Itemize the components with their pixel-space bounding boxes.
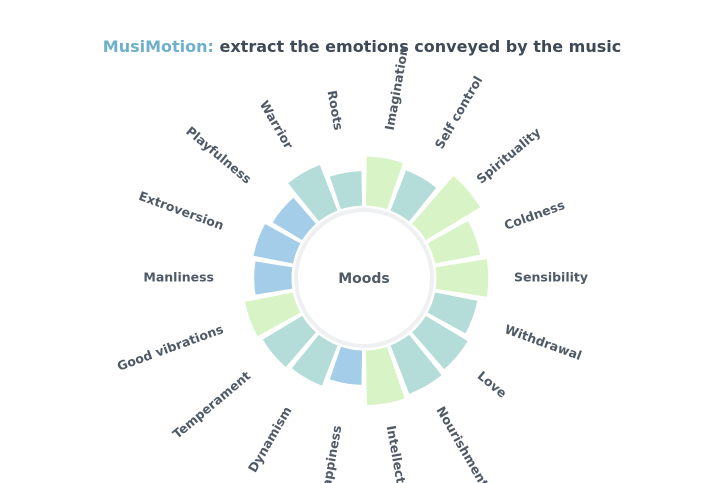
mood-label-imagination: Imagination: [382, 46, 411, 132]
mood-bar-withdrawal: [426, 291, 479, 335]
mood-label-love: Love: [475, 368, 510, 401]
mood-label-self-control: Self control: [432, 73, 486, 151]
mood-bar-love: [410, 314, 470, 371]
mood-bar-manliness: [253, 260, 294, 296]
mood-label-nourishment: Nourishment: [433, 404, 492, 483]
center-label: Moods: [338, 271, 390, 287]
mood-bar-self-control: [389, 169, 438, 223]
mood-label-withdrawal: Withdrawal: [503, 321, 584, 363]
mood-bar-temperament: [261, 314, 318, 369]
mood-bar-playfulness: [271, 196, 318, 242]
mood-label-intellect: Intellect: [384, 424, 409, 483]
mood-bar-intellect: [364, 345, 406, 407]
bars-layer: [243, 155, 490, 407]
title-text: extract the emotions conveyed by the mus…: [213, 37, 622, 56]
mood-label-happiness: Happiness: [317, 424, 345, 483]
mood-label-manliness: Manliness: [143, 270, 214, 285]
mood-label-good-vibrations: Good vibrations: [115, 321, 225, 373]
mood-bar-good-vibrations: [243, 291, 302, 338]
center-circle: [294, 208, 434, 348]
mood-label-sensibility: Sensibility: [514, 270, 588, 285]
mood-label-temperament: Temperament: [169, 368, 253, 442]
mood-label-dynamism: Dynamism: [245, 404, 295, 475]
mood-label-coldness: Coldness: [502, 197, 567, 233]
mood-label-playfulness: Playfulness: [183, 123, 254, 186]
mood-bar-nourishment: [389, 333, 444, 396]
mood-label-extroversion: Extroversion: [137, 188, 226, 233]
mood-bar-dynamism: [290, 333, 339, 387]
mood-bar-happiness: [328, 345, 364, 386]
brand-name: MusiMotion:: [102, 37, 214, 56]
mood-bar-spirituality: [410, 174, 482, 242]
chart-title: MusiMotion: extract the emotions conveye…: [0, 37, 724, 56]
mood-label-roots: Roots: [325, 89, 347, 131]
mood-bar-roots: [328, 170, 364, 211]
mood-bar-coldness: [426, 219, 482, 265]
mood-bar-imagination: [364, 155, 405, 211]
mood-bar-warrior: [286, 163, 339, 223]
mood-bar-sensibility: [434, 258, 490, 298]
mood-bar-extroversion: [252, 222, 302, 265]
mood-label-warrior: Warrior: [257, 98, 297, 152]
mood-label-spirituality: Spirituality: [473, 124, 543, 186]
